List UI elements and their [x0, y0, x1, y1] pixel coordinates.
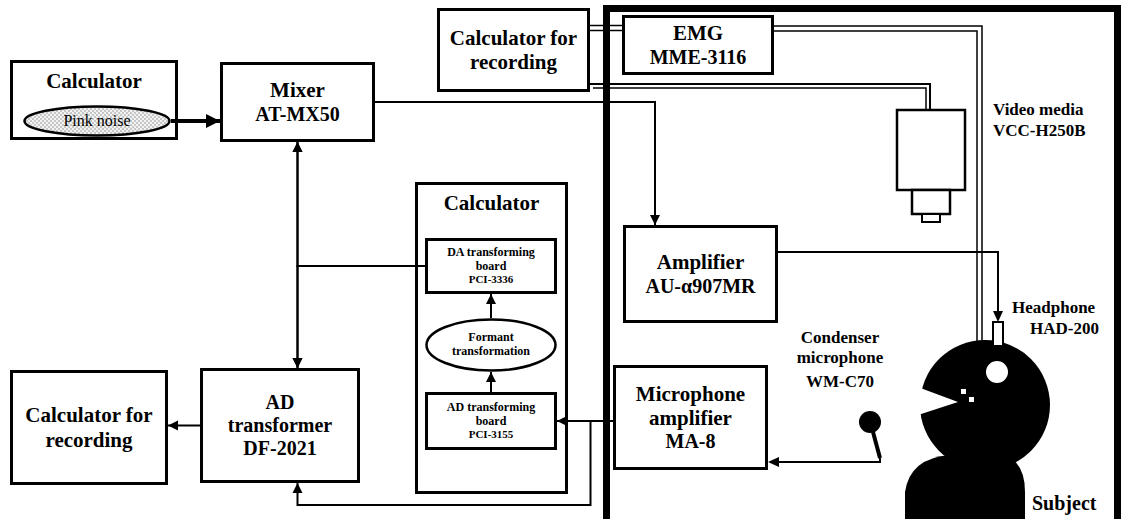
model-number: MA-8 [666, 430, 716, 453]
device-label: Headphone [1012, 298, 1095, 318]
signal-connector [168, 421, 200, 431]
node-title: Mixer [270, 78, 325, 102]
node-title: Formant transformation [439, 331, 543, 359]
board-box: AD transforming boardPCI-3155 [425, 392, 557, 450]
device-label: Video media [993, 100, 1084, 120]
arrow-head [486, 372, 496, 382]
model-number: VCC-H250B [993, 121, 1086, 141]
board-box: DA transforming boardPCI-3336 [425, 238, 557, 294]
headphone-wire [778, 252, 998, 312]
model-number: DF-2021 [243, 437, 316, 460]
video-camera [897, 110, 965, 190]
amplifier-box: Microphone amplifierMA-8 [613, 365, 768, 470]
converter-box: AD transformerDF-2021 [200, 368, 360, 483]
model-number: HAD-200 [1030, 319, 1099, 339]
node-title: DA transforming board [436, 246, 546, 274]
microphone-handle [873, 432, 880, 458]
arrow-head [168, 421, 178, 431]
arrow-head [293, 483, 303, 493]
ellipse-outline [25, 107, 170, 136]
headphone-plug [993, 322, 1003, 346]
process-ellipse: Formant transformation [425, 318, 557, 372]
camera-lens [912, 190, 950, 214]
model-number: AT-MX50 [255, 103, 339, 126]
arrow-head [293, 142, 303, 152]
model-number: AU-α907MR [645, 275, 755, 298]
node-title: Calculator [46, 69, 142, 93]
signal-connector [590, 26, 622, 31]
microphone-wire [778, 458, 880, 462]
model-number: PCI-3155 [469, 428, 514, 441]
node-title: EMG [673, 21, 723, 45]
signal-connector [486, 294, 496, 318]
model-number: MME-3116 [650, 46, 747, 69]
ellipse-outline [427, 320, 556, 371]
signal-connector [486, 372, 496, 392]
microphone-head [859, 411, 881, 433]
connector-line [298, 266, 426, 368]
signal-connector [171, 114, 220, 128]
node-title: Pink noise [63, 112, 130, 130]
signal-connector [293, 266, 426, 368]
model-number: PCI-3336 [469, 273, 514, 286]
node-title: Calculator for recording [448, 26, 579, 74]
computer-box: Calculator for recording [10, 370, 168, 485]
mixer-box: MixerAT-MX50 [220, 62, 375, 142]
model-number: WM-C70 [780, 372, 900, 392]
subject-eye [961, 389, 966, 394]
camera-wire [590, 84, 930, 110]
node-title: Amplifier [657, 250, 744, 274]
arrow-head [293, 358, 303, 368]
amplifier-box: AmplifierAU-α907MR [623, 225, 778, 323]
subject-mouth [915, 386, 958, 416]
emg-electrode-wire [774, 31, 977, 342]
computer-box: Calculator for recording [437, 8, 590, 92]
computer-box: Calculator DA transforming boardPCI-3336F… [415, 182, 568, 494]
headphone-cup [985, 360, 1009, 384]
subject-label: Subject [1032, 492, 1096, 515]
emg-box: EMGMME-3116 [622, 15, 774, 75]
node-title: AD transformer [211, 391, 349, 437]
device-label: Condenser microphone [780, 328, 900, 367]
connector-line [590, 30, 622, 32]
arrow-head [206, 114, 220, 128]
subject-frame [607, 9, 1118, 519]
emg-electrode-wire [774, 26, 982, 342]
arrow-head [293, 142, 303, 152]
connector-line [298, 142, 426, 266]
node-title: AD transforming board [436, 401, 546, 429]
arrow-head [993, 311, 1003, 322]
arrow-head [768, 457, 779, 467]
arrow-head [486, 294, 496, 304]
node-title: Calculator for recording [21, 403, 157, 451]
connector-line [590, 25, 622, 27]
camera-wire [593, 88, 926, 110]
signal-connector [293, 142, 426, 266]
subject-eye [969, 397, 974, 402]
node-title: Microphone amplifier [624, 382, 757, 430]
signal-ellipse: Pink noise [23, 105, 171, 137]
node-title: Calculator [444, 191, 540, 215]
arrow-head [293, 358, 303, 368]
computer-box: CalculatorPink noise [10, 60, 178, 140]
arrow-head [650, 215, 660, 225]
camera-lens [922, 214, 940, 222]
